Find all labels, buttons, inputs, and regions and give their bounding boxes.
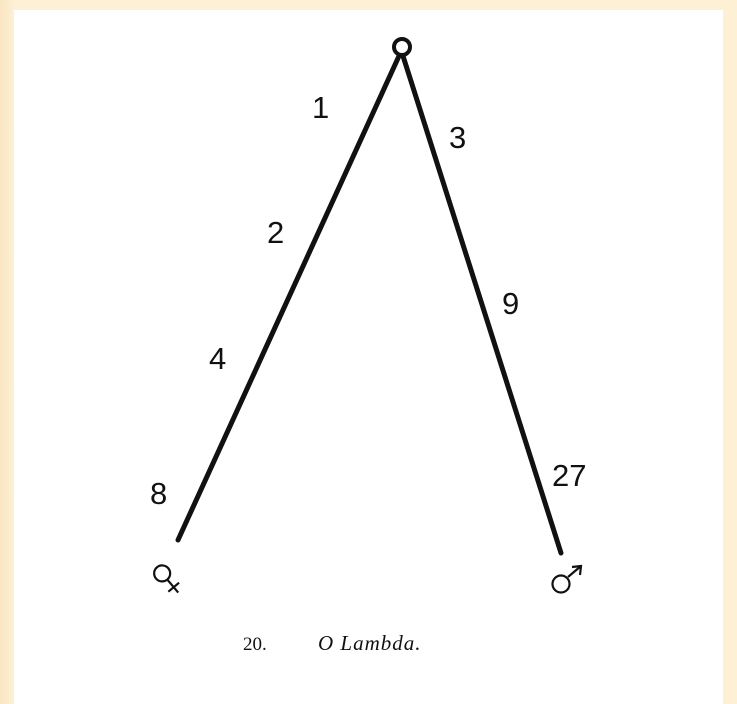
left-leg-line — [175, 53, 402, 543]
right-leg-label-27: 27 — [552, 458, 586, 493]
caption-title: O Lambda. — [318, 631, 422, 655]
background-strip — [0, 0, 14, 704]
left-leg-label-4: 4 — [209, 341, 226, 376]
left-leg-label-2: 2 — [267, 215, 284, 250]
right-leg-line — [400, 53, 564, 556]
venus-symbol-icon — [153, 564, 180, 594]
mars-symbol-icon — [551, 564, 583, 594]
right-leg-label-9: 9 — [502, 286, 519, 321]
apex-circle-icon — [392, 37, 412, 57]
right-leg-label-3: 3 — [449, 120, 466, 155]
left-leg-label-8: 8 — [150, 476, 167, 511]
left-leg-label-1: 1 — [312, 90, 329, 125]
caption-number: 20. — [243, 634, 267, 655]
